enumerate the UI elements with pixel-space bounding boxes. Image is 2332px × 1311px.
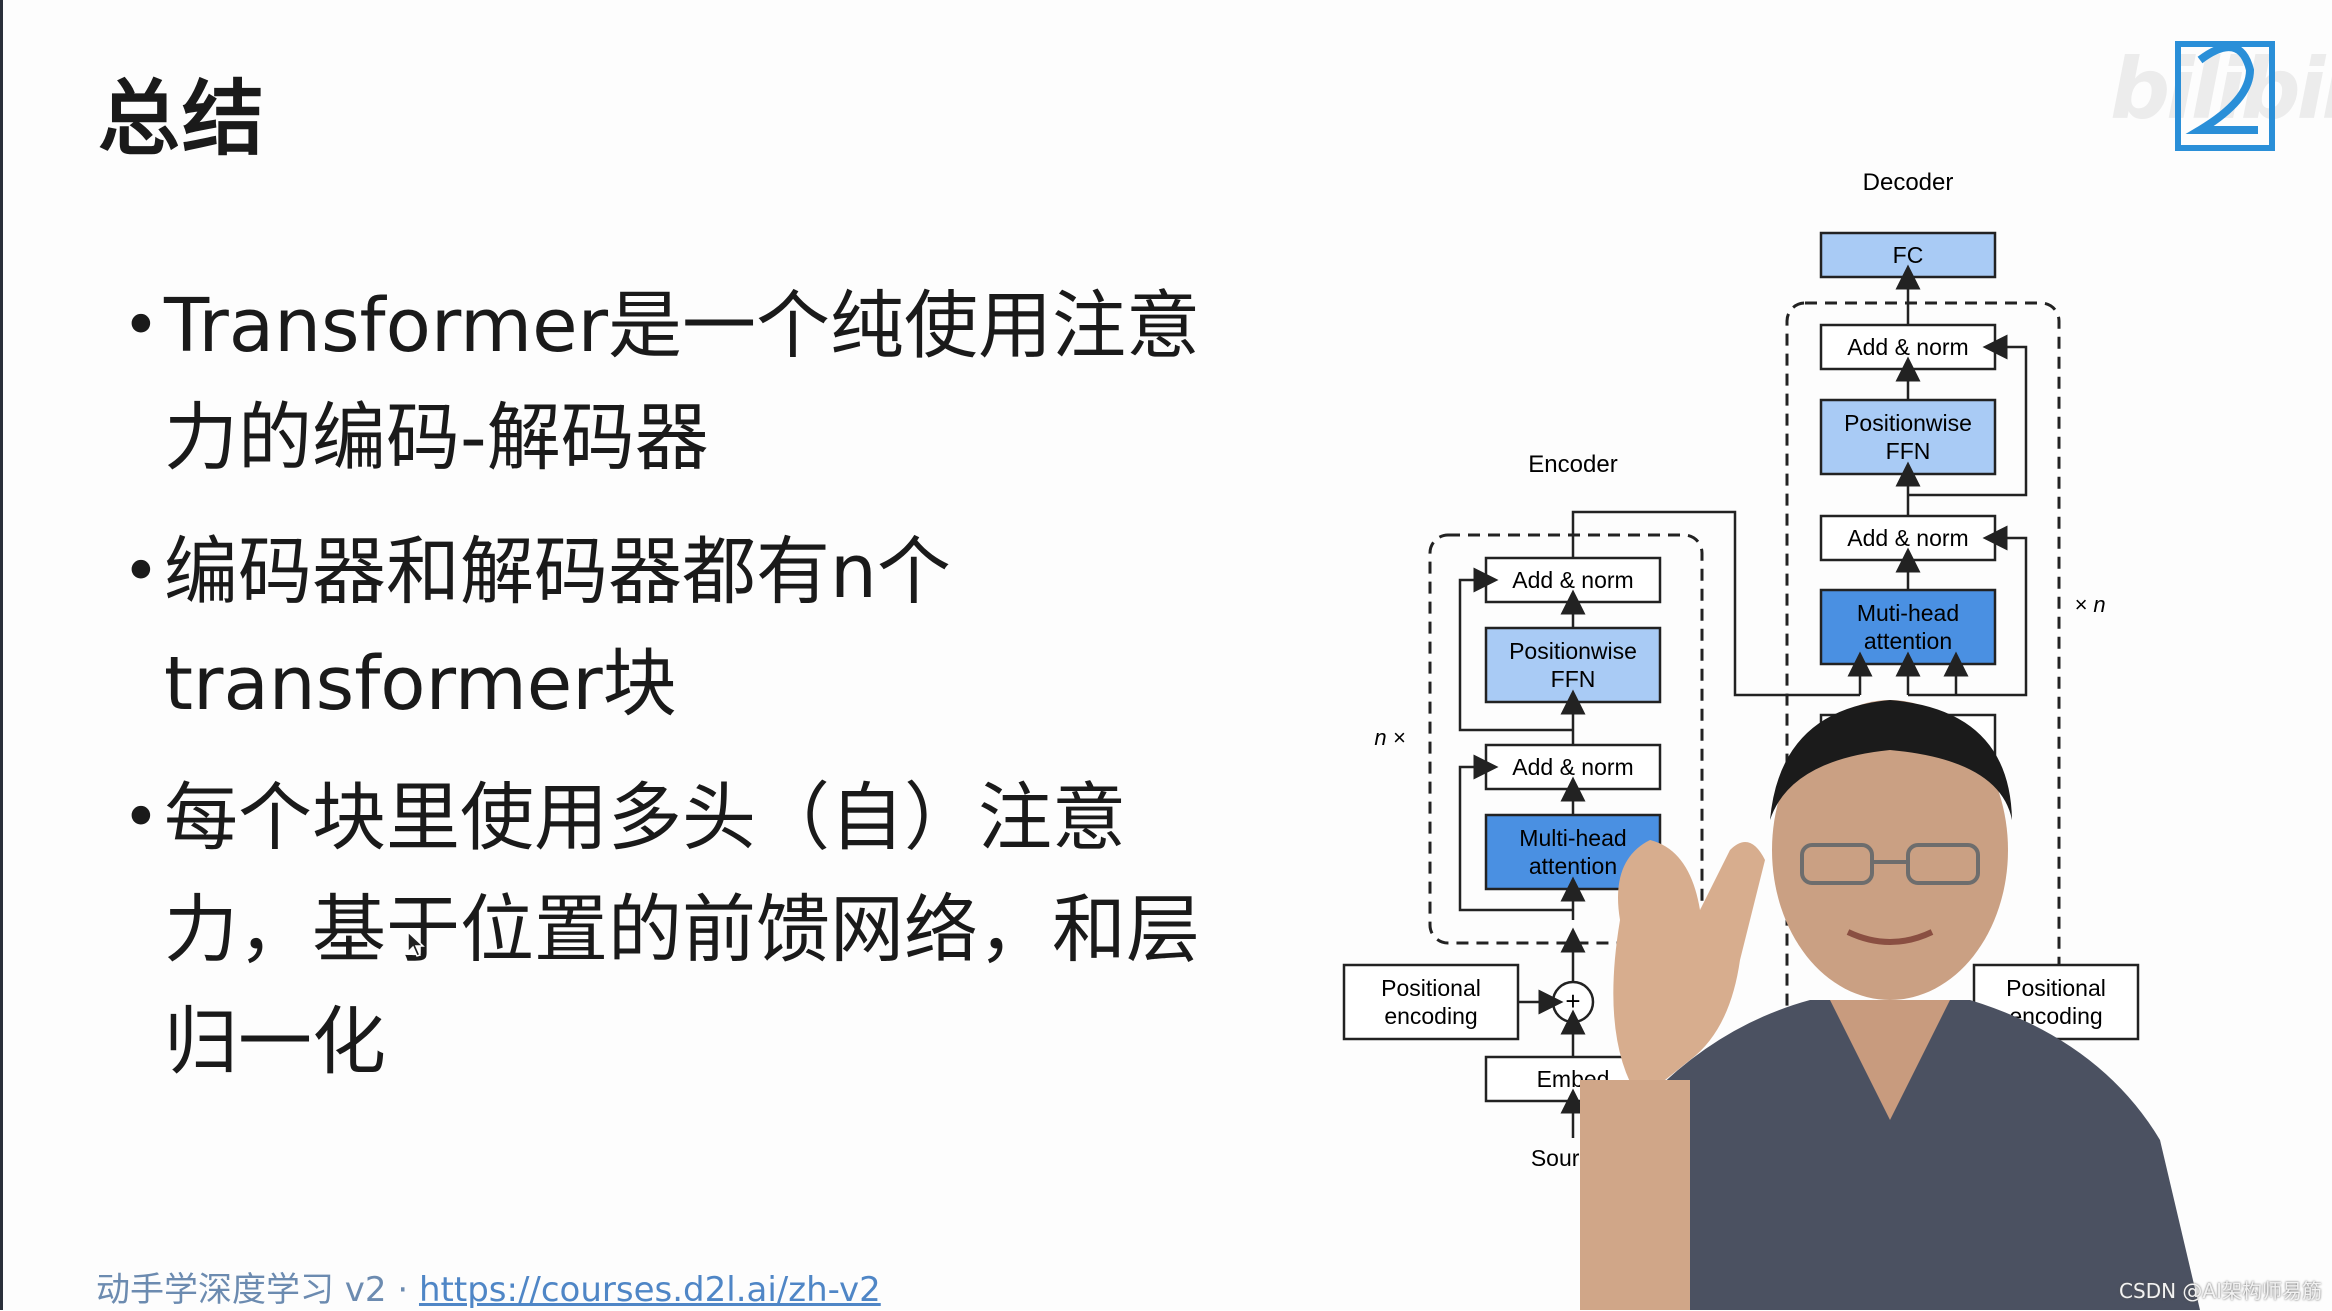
window-border [0,0,3,1310]
encoder-pos-enc-label-2: encoding [1384,1003,1477,1029]
bullet-item: • Transformer是一个纯使用注意 力的编码-解码器 [122,270,1270,494]
decoder-mha-label-1: Muti-head [1857,600,1959,626]
bullet-item: • 每个块里使用多头（自）注意 力，基于位置的前馈网络，和层 归一化 [122,762,1270,1098]
bullet-line: Transformer是一个纯使用注意 [164,283,1201,369]
bilibili-watermark: bilibili [2110,40,2332,138]
encoder-ffn-label-1: Positionwise [1509,638,1637,664]
bullet-line: 力的编码-解码器 [164,395,709,481]
decoder-repeat-label: × n [2074,592,2105,617]
bullet-line: 归一化 [164,999,386,1085]
bullet-list: • Transformer是一个纯使用注意 力的编码-解码器 • 编码器和解码器… [122,270,1270,1120]
bullet-item: • 编码器和解码器都有n个 transformer块 [122,516,1270,740]
encoder-ffn-label-2: FFN [1551,666,1596,692]
decoder-label: Decoder [1863,169,1954,196]
encoder-add-norm-top-label: Add & norm [1512,567,1633,593]
decoder-fc-label: FC [1893,242,1924,268]
encoder-positional-encoding [1342,963,1520,1041]
footer: 动手学深度学习 v2 · https://courses.d2l.ai/zh-v… [96,1262,881,1311]
csdn-watermark: CSDN @AI架构师易筋 [2119,1279,2322,1303]
encoder-label: Encoder [1528,451,1617,478]
bullet-dot-icon: • [122,535,160,609]
decoder-ffn-label-2: FFN [1886,438,1931,464]
encoder-pos-enc-label-1: Positional [1381,975,1481,1001]
decoder-add-norm-mid-label: Add & norm [1847,525,1968,551]
d2l-logo-icon [2175,41,2275,151]
encoder-add-norm-bottom-label: Add & norm [1512,754,1633,780]
bullet-dot-icon: • [122,289,160,363]
slide-title: 总结 [98,72,267,167]
encoder-repeat-label: n × [1374,725,1405,750]
decoder-mha-label-2: attention [1864,628,1952,654]
bullet-dot-icon: • [122,781,160,855]
mouse-cursor-icon [407,930,425,957]
decoder-ffn-label-1: Positionwise [1844,410,1972,436]
encoder-mha-label-2: attention [1529,853,1617,879]
presenter-video [1580,700,2200,1310]
bullet-line: 编码器和解码器都有n个 [164,529,951,615]
decoder-pos-enc-label-1: Positional [2006,975,2106,1001]
encoder-plus-symbol: + [1565,986,1580,1016]
decoder-ffn [1819,398,1997,476]
bullet-line: 每个块里使用多头（自）注意 [164,775,1126,861]
bullet-line: transformer块 [164,641,677,727]
encoder-mha-label-1: Multi-head [1519,825,1626,851]
course-link[interactable]: https://courses.d2l.ai/zh-v2 [418,1270,881,1310]
footer-text: 动手学深度学习 v2 · [96,1270,419,1310]
decoder-add-norm-top-label: Add & norm [1847,334,1968,360]
bullet-line: 力，基于位置的前馈网络，和层 [164,887,1200,973]
